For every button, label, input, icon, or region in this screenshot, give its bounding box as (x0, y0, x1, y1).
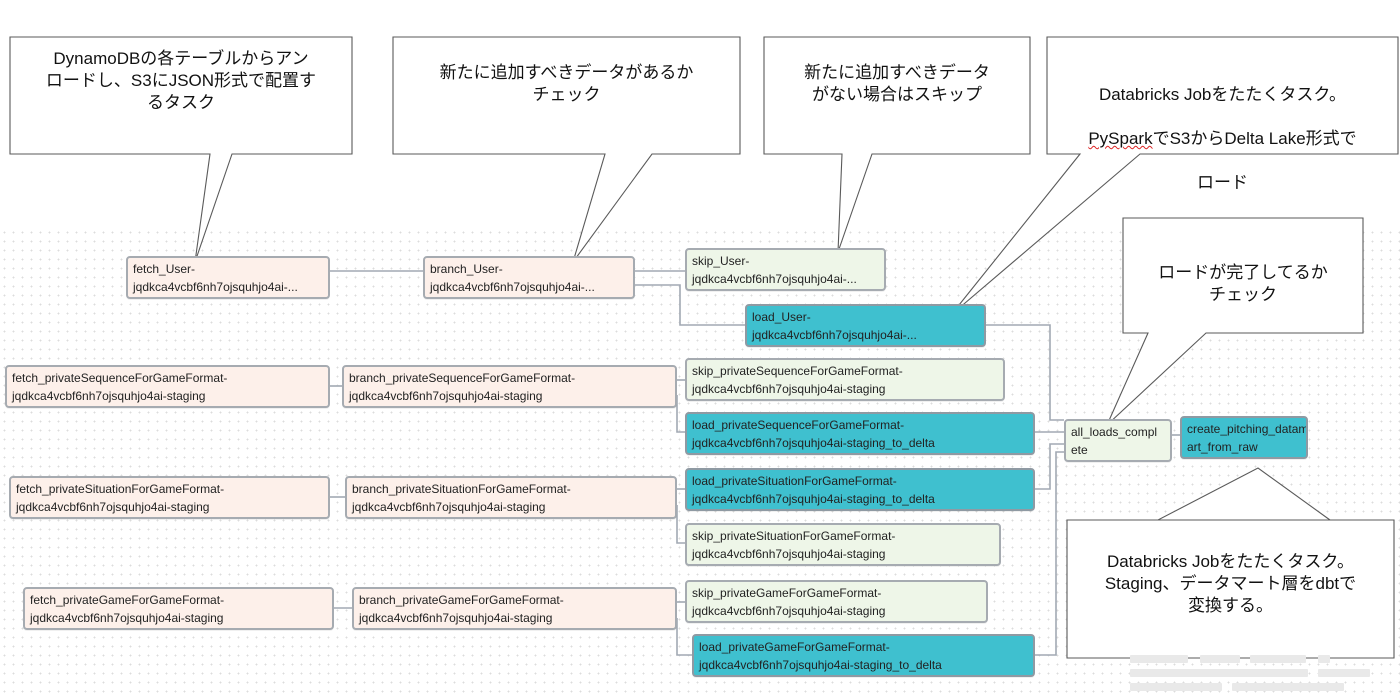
task-label: jqdkca4vcbf6nh7ojsquhjo4ai-... (752, 328, 917, 342)
task-label: branch_privateSequenceForGameFormat- (349, 371, 576, 385)
callout-load-line3: ロード (1197, 173, 1248, 192)
callout-load-bubble (950, 36, 1399, 316)
callout-skip-bubble (763, 36, 1031, 253)
edge-branch-game-to-load-game (676, 618, 692, 656)
task-label: jqdkca4vcbf6nh7ojsquhjo4ai-staging (359, 611, 553, 625)
task-label: load_privateSequenceForGameFormat- (692, 418, 905, 432)
task-label: skip_privateSequenceForGameFormat- (692, 364, 903, 378)
task-label: load_User- (752, 310, 811, 324)
task-load-user[interactable]: load_User- jqdkca4vcbf6nh7ojsquhjo4ai-..… (745, 304, 986, 347)
task-label: ete (1071, 443, 1088, 457)
task-load-private-situation[interactable]: load_privateSituationForGameFormat- jqdk… (685, 468, 1035, 511)
task-label: jqdkca4vcbf6nh7ojsquhjo4ai-staging (16, 500, 210, 514)
task-skip-private-game[interactable]: skip_privateGameForGameFormat- jqdkca4vc… (685, 580, 988, 623)
task-label: jqdkca4vcbf6nh7ojsquhjo4ai-... (133, 280, 298, 294)
task-label: fetch_User- (133, 262, 196, 276)
task-branch-user[interactable]: branch_User- jqdkca4vcbf6nh7ojsquhjo4ai-… (423, 256, 635, 299)
callout-create-bubble (1066, 467, 1395, 659)
edge-load-sit-to-complete (1035, 443, 1064, 490)
task-label: load_privateGameForGameFormat- (699, 640, 890, 654)
task-skip-private-situation[interactable]: skip_privateSituationForGameFormat- jqdk… (685, 523, 1001, 566)
task-label: branch_privateGameForGameFormat- (359, 593, 564, 607)
edge-load-game-to-complete (1035, 451, 1064, 656)
callout-load-text: Databricks Jobをたたくタスク。 PySparkでS3からDelta… (1049, 62, 1396, 194)
task-branch-private-situation[interactable]: branch_privateSituationForGameFormat- jq… (345, 476, 677, 519)
task-label: branch_privateSituationForGameFormat- (352, 482, 571, 496)
task-label: all_loads_compl (1071, 425, 1158, 439)
callout-load-pyspark: PySpark (1088, 129, 1153, 148)
task-label: jqdkca4vcbf6nh7ojsquhjo4ai-staging_to_de… (692, 492, 935, 506)
edge-branch-sit-to-skip-sit (676, 505, 685, 544)
callout-load-line2: でS3からDelta Lake形式で (1152, 129, 1357, 148)
task-label: jqdkca4vcbf6nh7ojsquhjo4ai-... (430, 280, 595, 294)
task-label: jqdkca4vcbf6nh7ojsquhjo4ai-staging (352, 500, 546, 514)
task-label: skip_User- (692, 254, 750, 268)
task-label: skip_privateGameForGameFormat- (692, 586, 882, 600)
task-branch-private-game[interactable]: branch_privateGameForGameFormat- jqdkca4… (352, 587, 677, 630)
callout-branch-bubble (392, 36, 741, 263)
task-label: jqdkca4vcbf6nh7ojsquhjo4ai-staging (692, 382, 886, 396)
callout-fetch-bubble (9, 36, 353, 263)
task-label: fetch_privateSequenceForGameFormat- (12, 371, 228, 385)
task-label: fetch_privateSituationForGameFormat- (16, 482, 225, 496)
task-label: art_from_raw (1187, 440, 1258, 454)
task-label: jqdkca4vcbf6nh7ojsquhjo4ai-staging (349, 389, 543, 403)
callout-complete-bubble (1106, 217, 1364, 426)
edge-branch-user-to-load-user (635, 284, 745, 326)
task-skip-private-sequence[interactable]: skip_privateSequenceForGameFormat- jqdkc… (685, 358, 1005, 401)
task-create-pitching-datamart[interactable]: create_pitching_datam art_from_raw (1180, 416, 1308, 459)
task-label: jqdkca4vcbf6nh7ojsquhjo4ai-staging (30, 611, 224, 625)
task-fetch-user[interactable]: fetch_User- jqdkca4vcbf6nh7ojsquhjo4ai-.… (126, 256, 330, 299)
task-fetch-private-situation[interactable]: fetch_privateSituationForGameFormat- jqd… (9, 476, 330, 519)
task-label: jqdkca4vcbf6nh7ojsquhjo4ai-staging_to_de… (692, 436, 935, 450)
callout-branch-text: 新たに追加すべきデータがあるか チェック (439, 63, 694, 104)
task-load-private-sequence[interactable]: load_privateSequenceForGameFormat- jqdkc… (685, 412, 1035, 455)
task-label: branch_User- (430, 262, 503, 276)
task-label: jqdkca4vcbf6nh7ojsquhjo4ai-staging (692, 604, 886, 618)
callout-complete-text: ロードが完了してるか チェック (1158, 263, 1328, 304)
task-label: jqdkca4vcbf6nh7ojsquhjo4ai-staging (12, 389, 206, 403)
task-branch-private-sequence[interactable]: branch_privateSequenceForGameFormat- jqd… (342, 365, 677, 408)
task-fetch-private-game[interactable]: fetch_privateGameForGameFormat- jqdkca4v… (23, 587, 334, 630)
task-label: load_privateSituationForGameFormat- (692, 474, 897, 488)
task-label: jqdkca4vcbf6nh7ojsquhjo4ai-... (692, 272, 857, 286)
task-label: jqdkca4vcbf6nh7ojsquhjo4ai-staging_to_de… (699, 658, 942, 672)
callout-skip-text: 新たに追加すべきデータ がない場合はスキップ (804, 63, 990, 104)
task-fetch-private-sequence[interactable]: fetch_privateSequenceForGameFormat- jqdk… (5, 365, 330, 408)
edge-load-user-to-complete (986, 324, 1064, 421)
task-label: create_pitching_datam (1187, 422, 1308, 436)
task-load-private-game[interactable]: load_privateGameForGameFormat- jqdkca4vc… (692, 634, 1035, 677)
task-label: jqdkca4vcbf6nh7ojsquhjo4ai-staging (692, 547, 886, 561)
task-label: fetch_privateGameForGameFormat- (30, 593, 225, 607)
task-skip-user[interactable]: skip_User- jqdkca4vcbf6nh7ojsquhjo4ai-..… (685, 248, 886, 291)
callout-load-line1: Databricks Jobをたたくタスク。 (1098, 85, 1347, 104)
edge-branch-seq-to-load-seq (676, 395, 685, 433)
callout-create-text: Databricks Jobをたたくタスク。 Staging、データマート層をd… (1104, 552, 1357, 615)
callout-fetch-text: DynamoDBの各テーブルからアン ロードし、S3にJSON形式で配置す るタ… (45, 49, 317, 112)
task-all-loads-complete[interactable]: all_loads_compl ete (1064, 419, 1172, 462)
faded-preview-thumbnail (1122, 653, 1400, 693)
task-label: skip_privateSituationForGameFormat- (692, 529, 896, 543)
